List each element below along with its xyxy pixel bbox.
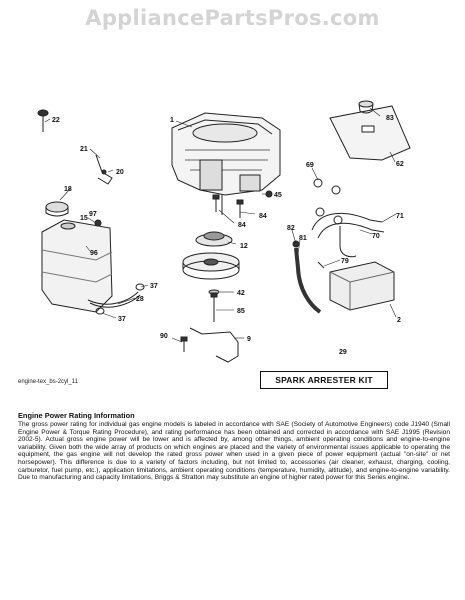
fuel-tank[interactable] (41, 219, 113, 313)
rod-9[interactable] (189, 327, 239, 363)
muffler[interactable] (329, 261, 395, 311)
callout-69: 69 (306, 162, 314, 169)
bolt-79[interactable] (317, 261, 325, 269)
screw-22[interactable] (37, 109, 49, 132)
callout-22: 22 (52, 117, 60, 124)
clamp-37-upper[interactable] (135, 283, 145, 291)
bracket-20[interactable] (95, 154, 113, 185)
callout-15: 15 (80, 215, 88, 222)
callout-96: 96 (90, 250, 98, 257)
callout-70: 70 (372, 233, 380, 240)
nuts-69[interactable] (313, 178, 343, 225)
callout-97: 97 (89, 211, 97, 218)
spark-arrester-kit-label: SPARK ARRESTER KIT (275, 375, 373, 385)
dipstick-tube[interactable] (292, 240, 322, 314)
diagram-caption: engine-tex_bs-2cyl_11 (18, 379, 78, 385)
callout-71: 71 (396, 213, 404, 220)
callout-83: 83 (386, 115, 394, 122)
clamp-37-lower[interactable] (95, 307, 105, 315)
power-rating-notice: Engine Power Rating Information The gros… (18, 411, 450, 482)
engine-bolt-left[interactable] (212, 194, 220, 212)
callout-9: 9 (247, 336, 251, 343)
spark-arrester-kit-box[interactable]: SPARK ARRESTER KIT (260, 371, 388, 389)
knob-83[interactable] (358, 100, 374, 114)
callout-81: 81 (299, 235, 307, 242)
engine-block[interactable] (171, 112, 281, 215)
bolt-90[interactable] (180, 336, 188, 352)
callout-1: 1 (170, 117, 174, 124)
callout-85: 85 (237, 308, 245, 315)
pulley[interactable] (182, 231, 240, 280)
callout-90: 90 (160, 333, 168, 340)
callout-37-upper: 37 (150, 283, 158, 290)
callout-62: 62 (396, 161, 404, 168)
callout-37-lower: 37 (118, 316, 126, 323)
fuel-cap[interactable] (45, 201, 69, 217)
callout-28: 28 (136, 296, 144, 303)
callout-12: 12 (240, 243, 248, 250)
fuel-line[interactable] (87, 291, 141, 308)
callout-45: 45 (274, 192, 282, 199)
bolt-85[interactable] (210, 292, 218, 322)
notice-body: The gross power rating for individual ga… (18, 421, 450, 482)
callout-84-lower: 84 (238, 222, 246, 229)
callout-79: 79 (341, 258, 349, 265)
fitting-97[interactable] (94, 219, 102, 227)
heat-shield[interactable] (329, 105, 411, 161)
callout-42: 42 (237, 290, 245, 297)
callout-18: 18 (64, 186, 72, 193)
callout-82: 82 (287, 225, 295, 232)
kit-callout-number: 29 (339, 349, 347, 356)
notice-title: Engine Power Rating Information (18, 411, 135, 420)
callout-84-upper: 84 (259, 213, 267, 220)
callout-20: 20 (116, 169, 124, 176)
callout-2: 2 (397, 317, 401, 324)
watermark: AppliancePartsPros.com (85, 6, 380, 30)
engine-bolt-right[interactable] (236, 199, 244, 218)
exhaust-pipe[interactable] (311, 212, 385, 258)
callout-21: 21 (80, 146, 88, 153)
